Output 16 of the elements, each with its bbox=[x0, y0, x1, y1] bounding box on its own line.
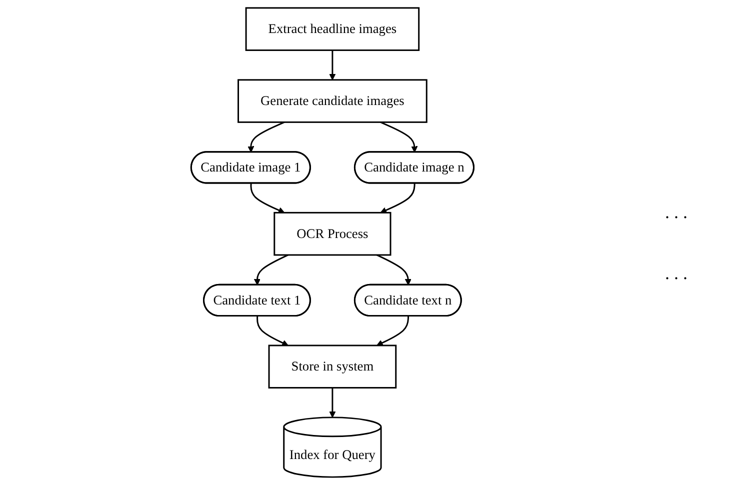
arrow bbox=[256, 316, 288, 346]
node-box: Generate candidate images bbox=[238, 79, 428, 123]
arrow bbox=[250, 183, 285, 214]
arrow bbox=[380, 183, 416, 214]
arrow bbox=[248, 122, 285, 153]
arrow bbox=[376, 254, 412, 286]
arrow bbox=[380, 122, 418, 153]
arrow bbox=[376, 316, 410, 346]
arrow bbox=[254, 254, 288, 286]
node-box: OCR Process bbox=[274, 212, 392, 256]
node-box: Extract headline images bbox=[245, 7, 420, 51]
node-box: Store in system bbox=[268, 344, 397, 388]
arrow bbox=[329, 50, 336, 80]
ellipsis-label: . . . bbox=[665, 262, 688, 284]
arrow bbox=[329, 388, 336, 418]
ellipsis-label: . . . bbox=[665, 202, 688, 222]
